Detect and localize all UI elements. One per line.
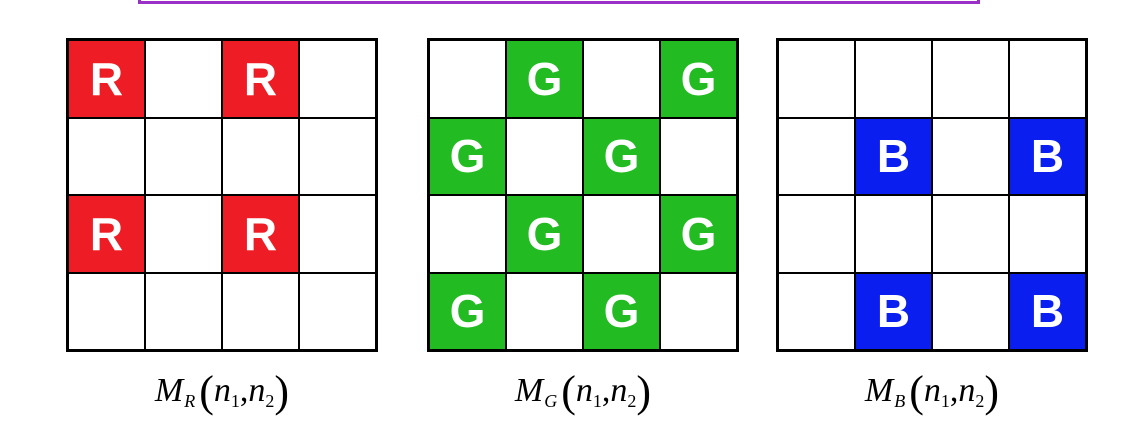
- mask-cell-r-empty: [145, 272, 222, 350]
- mask-cell-b-empty: [855, 40, 932, 118]
- mask-cell-r-empty: [299, 40, 376, 118]
- mask-cell-r-empty: [299, 117, 376, 195]
- mask-cell-g-filled: G: [583, 272, 660, 350]
- mask-cell-b-filled: B: [1009, 272, 1086, 350]
- mask-cell-r-empty: [145, 40, 222, 118]
- mask-cell-b-empty: [778, 40, 855, 118]
- mask-cell-g-filled: G: [429, 117, 506, 195]
- mask-cell-b-empty: [778, 117, 855, 195]
- mask-cell-r-empty: [222, 117, 299, 195]
- caption-mg: MG(n1,n2): [514, 367, 652, 416]
- mask-cell-g-empty: [660, 117, 737, 195]
- mask-cell-r-empty: [68, 272, 145, 350]
- mask-cell-g-filled: G: [506, 195, 583, 273]
- mask-cell-b-filled: B: [855, 272, 932, 350]
- mask-cell-g-empty: [429, 40, 506, 118]
- mask-cell-b-empty: [932, 117, 1009, 195]
- mask-cell-g-empty: [506, 117, 583, 195]
- mask-cell-b-empty: [1009, 40, 1086, 118]
- mask-cell-r-filled: R: [222, 195, 299, 273]
- mask-cell-b-empty: [932, 272, 1009, 350]
- mask-cell-b-empty: [1009, 195, 1086, 273]
- mask-cell-r-filled: R: [68, 40, 145, 118]
- mask-cell-g-empty: [583, 195, 660, 273]
- mask-cell-g-empty: [506, 272, 583, 350]
- mask-cell-r-empty: [222, 272, 299, 350]
- mask-cell-r-empty: [145, 117, 222, 195]
- mask-cell-g-empty: [429, 195, 506, 273]
- mask-cell-b-empty: [778, 195, 855, 273]
- mask-cell-b-filled: B: [855, 117, 932, 195]
- mask-cell-r-empty: [299, 272, 376, 350]
- mask-cell-g-filled: G: [660, 195, 737, 273]
- mask-cell-r-filled: R: [68, 195, 145, 273]
- mask-cell-g-filled: G: [583, 117, 660, 195]
- mask-cell-b-filled: B: [1009, 117, 1086, 195]
- mask-cell-b-empty: [932, 40, 1009, 118]
- mask-cell-g-filled: G: [429, 272, 506, 350]
- mask-cell-r-filled: R: [222, 40, 299, 118]
- mask-cell-r-empty: [299, 195, 376, 273]
- mask-cell-g-filled: G: [660, 40, 737, 118]
- mask-cell-g-empty: [660, 272, 737, 350]
- mask-cell-b-empty: [778, 272, 855, 350]
- mask-cell-b-empty: [932, 195, 1009, 273]
- mask-cell-g-empty: [583, 40, 660, 118]
- mask-cell-r-empty: [145, 195, 222, 273]
- caption-mr: MR(n1,n2): [154, 367, 290, 416]
- mask-cell-r-empty: [68, 117, 145, 195]
- caption-mb: MB(n1,n2): [864, 367, 1000, 416]
- top-frame-border: [138, 0, 980, 4]
- mask-cell-b-empty: [855, 195, 932, 273]
- mask-cell-g-filled: G: [506, 40, 583, 118]
